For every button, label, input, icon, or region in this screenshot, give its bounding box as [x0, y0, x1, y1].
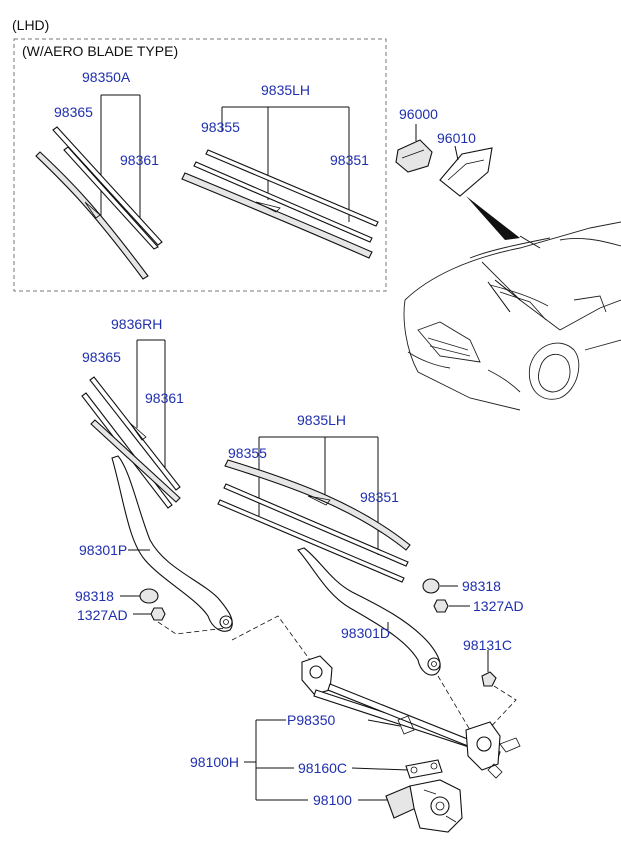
label-1327ad-left[interactable]: 1327AD [77, 607, 128, 623]
label-98301d[interactable]: 98301D [341, 625, 390, 641]
assembly-bracket [244, 719, 409, 801]
wiper-motor[interactable] [385, 779, 463, 833]
nut-left[interactable] [150, 607, 166, 621]
rain-sensor[interactable] [395, 124, 433, 173]
label-98131c[interactable]: 98131C [463, 637, 512, 653]
region-label: (LHD) [12, 17, 49, 33]
label-96000[interactable]: 96000 [399, 106, 438, 122]
sensor-cover[interactable] [439, 145, 493, 197]
label-lh-98355[interactable]: 98355 [228, 445, 267, 461]
leader-dashed-pivot-right [437, 675, 471, 731]
label-rh-98361[interactable]: 98361 [145, 390, 184, 406]
crank-arm[interactable] [405, 759, 443, 779]
label-9836rh[interactable]: 9836RH [111, 316, 162, 332]
label-96010[interactable]: 96010 [437, 130, 476, 146]
cap-left[interactable] [139, 588, 159, 604]
label-98301p[interactable]: 98301P [79, 542, 127, 558]
aero-blade-set-left[interactable] [35, 94, 163, 280]
label-98100[interactable]: 98100 [313, 792, 352, 808]
label-lh-9835lh[interactable]: 9835LH [297, 412, 346, 428]
wiper-arm-lh[interactable] [297, 547, 441, 676]
label-lh-98351[interactable]: 98351 [360, 489, 399, 505]
label-aero-98365[interactable]: 98365 [54, 104, 93, 120]
label-rh-98365[interactable]: 98365 [82, 349, 121, 365]
nut-right[interactable] [433, 599, 449, 613]
label-aero-98355[interactable]: 98355 [201, 119, 240, 135]
leader-dashed-pivot-left [231, 615, 311, 661]
rh-blade-set[interactable] [81, 339, 181, 509]
aero-blade-section-box [13, 38, 387, 292]
label-p98350[interactable]: P98350 [287, 712, 335, 728]
wiper-linkage[interactable] [301, 655, 521, 779]
label-aero-98351[interactable]: 98351 [330, 152, 369, 168]
leader-dashed-pivot-cap [483, 685, 517, 735]
aero-blade-set-lh[interactable] [181, 106, 379, 259]
lh-blade-set[interactable] [217, 436, 411, 583]
vehicle-illustration [403, 221, 621, 411]
cap-right[interactable] [422, 578, 440, 594]
label-98318-right[interactable]: 98318 [462, 578, 501, 594]
label-98100h[interactable]: 98100H [190, 754, 239, 770]
location-pointer [466, 196, 520, 240]
label-aero-98361[interactable]: 98361 [120, 152, 159, 168]
pivot-cap[interactable] [481, 671, 497, 687]
label-98160c[interactable]: 98160C [298, 760, 347, 776]
label-1327ad-right[interactable]: 1327AD [473, 598, 524, 614]
label-aero-9835lh[interactable]: 9835LH [261, 82, 310, 98]
label-aero-98350a[interactable]: 98350A [82, 69, 131, 85]
aero-blade-section-title: (W/AERO BLADE TYPE) [22, 43, 178, 59]
wiper-arm-rh[interactable] [111, 455, 233, 632]
label-98318-left[interactable]: 98318 [75, 588, 114, 604]
